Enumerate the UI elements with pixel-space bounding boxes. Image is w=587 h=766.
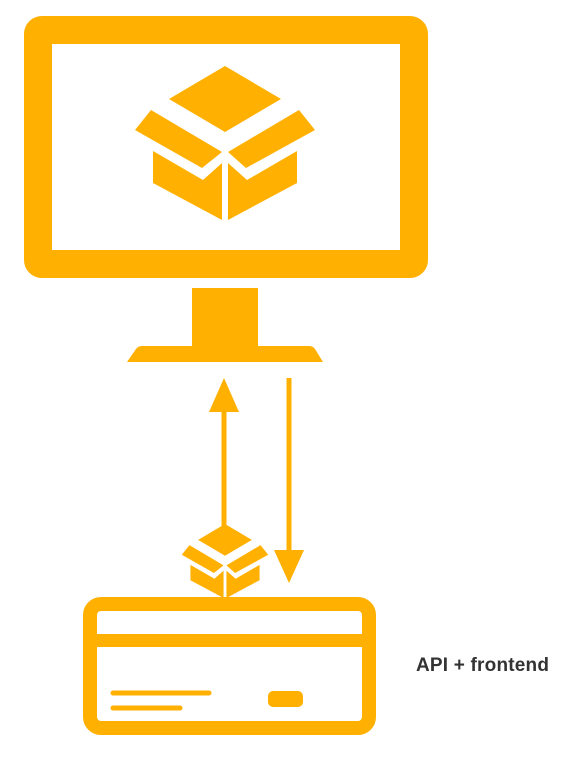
package-box-icon [135,66,315,220]
arrow-down-icon [274,378,304,583]
arrow-up-icon [209,378,239,528]
package-box-icon [181,524,269,598]
monitor-icon [24,16,428,362]
server-label: API + frontend [416,655,550,676]
server-card-icon [83,597,376,735]
